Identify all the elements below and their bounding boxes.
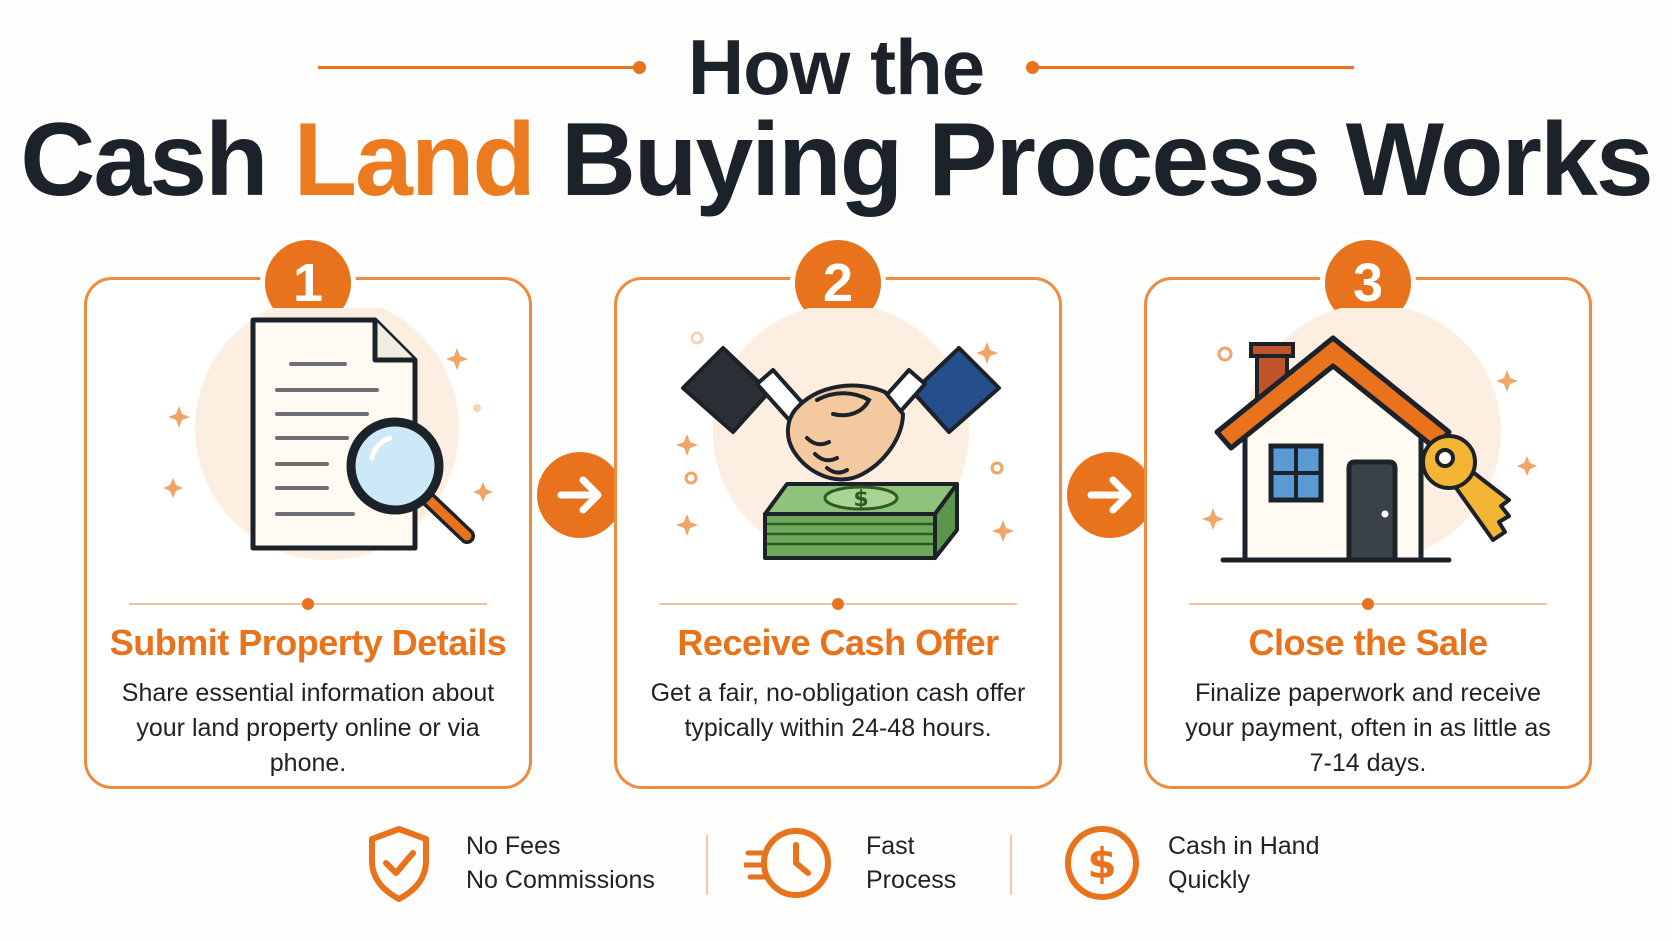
- step-title-3: Close the Sale: [1248, 622, 1488, 663]
- fast-clock-icon: [744, 828, 831, 898]
- feature-text-3: Cash in Hand Quickly: [1168, 829, 1319, 897]
- next-arrow-icon-1: [532, 447, 628, 543]
- card-divider-3: [1189, 598, 1547, 610]
- page-title-line1: How the: [687, 23, 985, 111]
- house-key-icon: [1202, 308, 1537, 563]
- footer-separator-2: [1010, 835, 1012, 895]
- step-desc-1: Share essential information about your l…: [121, 679, 495, 777]
- document-magnifier-icon: [163, 308, 493, 560]
- feature-line1-3: Cash in Hand: [1168, 832, 1320, 860]
- next-arrow-icon-2: [1062, 447, 1158, 543]
- card-divider-1: [129, 598, 487, 610]
- feature-no-fees: No Fees No Commissions: [364, 823, 655, 903]
- svg-text:$: $: [1087, 839, 1116, 888]
- title-word-cash: Cash: [20, 102, 268, 218]
- dollar-coin-icon: $: [1065, 826, 1139, 900]
- feature-line2-3: Quickly: [1168, 866, 1250, 894]
- step-desc-3: Finalize paperwork and receive your paym…: [1185, 679, 1551, 777]
- step-title-1: Submit Property Details: [109, 622, 507, 663]
- step-desc-2: Get a fair, no-obligation cash offer typ…: [650, 679, 1026, 742]
- footer-separator-1: [706, 835, 708, 895]
- card-divider-2: [659, 598, 1017, 610]
- title-word-rest: Buying Process Works: [560, 102, 1654, 218]
- shield-check-icon: [369, 826, 429, 902]
- feature-line2-1: No Commissions: [466, 866, 655, 894]
- feature-fast-process: Fast Process: [744, 823, 956, 903]
- step-title-2: Receive Cash Offer: [677, 622, 999, 663]
- arrow-right-icon: [1087, 476, 1132, 514]
- step-card-2: 2 $ R: [614, 235, 1062, 789]
- step-card-3: 3 Close the Sale Finalize paperwork a: [1144, 235, 1592, 789]
- step-card-1: 1 Submit Property Details Share essentia…: [84, 235, 532, 789]
- title-divider-right: [1026, 60, 1355, 74]
- title-word-land: Land: [293, 102, 535, 218]
- feature-line2-2: Process: [866, 866, 957, 894]
- arrow-right-icon: [557, 476, 602, 514]
- page-title-line2: Cash Land Buying Process Works: [0, 108, 1672, 212]
- title-row-top: How the: [0, 22, 1672, 112]
- handshake-money-icon: $: [676, 308, 1014, 560]
- title-divider-left: [317, 60, 646, 74]
- feature-cash-in-hand: $ Cash in Hand Quickly: [1062, 823, 1319, 903]
- feature-text-2: Fast Process: [866, 829, 956, 897]
- feature-line1-1: No Fees: [466, 832, 561, 860]
- svg-text:$: $: [853, 487, 868, 512]
- feature-line1-2: Fast: [866, 832, 915, 860]
- feature-text-1: No Fees No Commissions: [466, 829, 655, 897]
